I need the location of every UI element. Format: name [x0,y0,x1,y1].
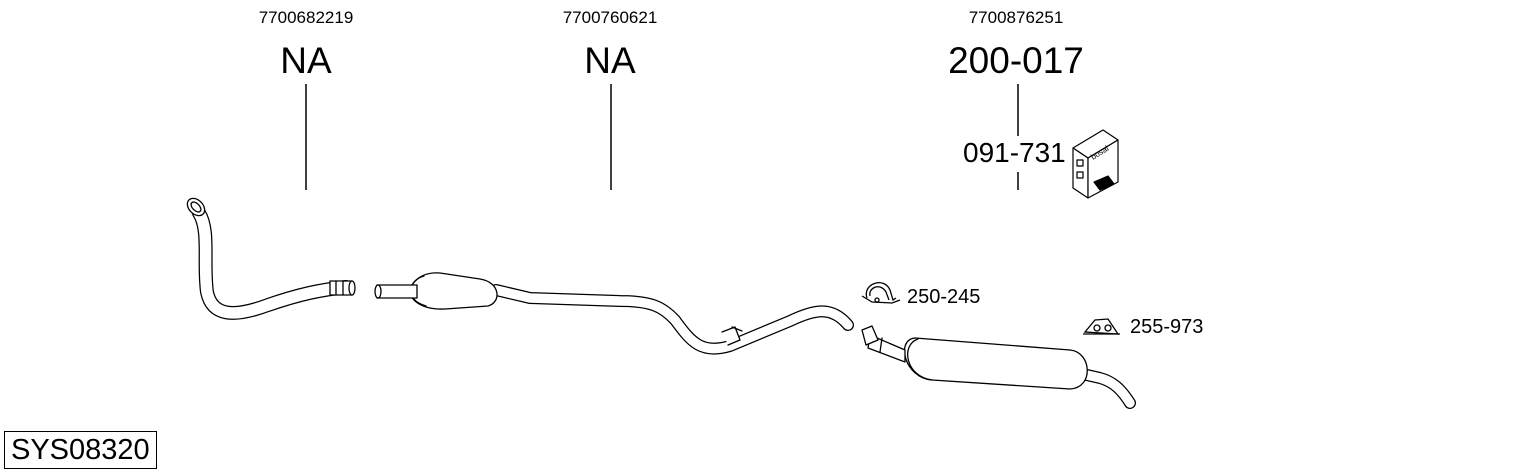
rubber-hanger-ref[interactable]: 255-973 [1130,316,1204,338]
center-silencer-pipe-icon [374,272,854,355]
bosal-ref-part-3[interactable]: 200-017 [948,40,1084,81]
oem-number-part-1: 7700682219 [258,8,354,27]
bosal-ref-part-2[interactable]: NA [584,40,636,81]
rear-silencer-icon [861,325,1136,409]
fitting-kit-ref[interactable]: 091-731 [963,137,1066,168]
clamp-icon [861,282,901,304]
front-pipe-icon [186,197,356,320]
rubber-hanger-icon [1083,318,1120,335]
oem-number-part-2: 7700760621 [562,8,658,27]
bosal-box-icon [1072,129,1119,199]
clamp-ref[interactable]: 250-245 [907,286,981,308]
system-code-box: SYS08320 [4,431,157,469]
oem-number-part-3: 7700876251 [968,8,1064,27]
bosal-ref-part-1[interactable]: NA [280,40,332,81]
